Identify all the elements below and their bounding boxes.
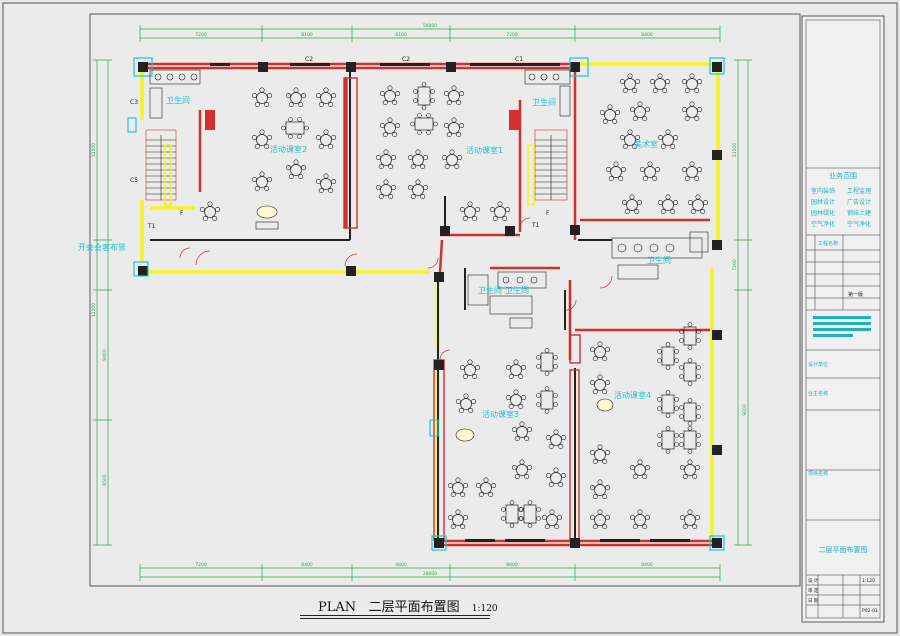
dim-right-1: 11500 <box>732 143 738 157</box>
room-label-meeting: 开会会客布景 <box>78 242 126 252</box>
owner-label: 业主名称 <box>808 390 828 397</box>
stair-tag: F <box>180 210 184 217</box>
room-label-activity-1: 活动课室1 <box>466 145 503 155</box>
project-label: 工程名称 <box>818 240 838 247</box>
service-item: 钢结土建 <box>847 209 871 217</box>
title-row-label: 设 计 <box>808 577 819 584</box>
dim-bottom-2: 8400 <box>301 562 313 568</box>
title-row-label: 审 定 <box>808 587 819 594</box>
dim-bottom-overall: 28000 <box>423 571 437 577</box>
toilet-fixtures <box>149 69 709 329</box>
drawing-frame <box>89 13 801 587</box>
service-item: 工程监理 <box>847 187 871 195</box>
stair-tag: T1 <box>147 223 156 230</box>
stairs <box>145 129 568 206</box>
dim-left-4: 6500 <box>102 474 108 486</box>
window-tag: C2 <box>402 56 410 63</box>
caption-underline-2 <box>300 618 490 619</box>
dim-bottom-4: 8600 <box>506 562 518 568</box>
furniture <box>199 73 709 530</box>
window-tag: C3 <box>130 99 138 106</box>
dim-bottom-3: 4800 <box>395 562 407 568</box>
dim-left-2: 12500 <box>91 303 97 317</box>
dim-top-3: 8100 <box>395 32 407 38</box>
room-label-toilet-3: 卫生间 <box>647 255 671 265</box>
title-row-label: 日 期 <box>808 598 819 604</box>
drawing-caption: PLAN 二层平面布置图 1:120 <box>318 596 498 615</box>
dim-right-3: 9000 <box>742 404 748 416</box>
designer-label: 设计单位 <box>808 361 828 368</box>
service-item: 园林设计 <box>811 198 835 206</box>
title-row-value: 1:120 <box>862 578 875 584</box>
room-label-activity-2: 活动课室2 <box>270 144 307 154</box>
room-label-toilet-2: 卫生间 <box>532 97 556 107</box>
title-row-value: P02-01 <box>862 608 878 614</box>
dim-top-1: 7200 <box>195 32 207 38</box>
dim-top-overall: 56000 <box>423 23 437 29</box>
title-block: 业务范围 室内装饰 工程监理 园林设计 广告设计 园林绿化 钢结土建 空气净化 … <box>801 15 885 623</box>
room-label-art-room: 美术室 <box>634 139 658 149</box>
room-label-toilet-1: 卫生间 <box>166 95 190 105</box>
service-item: 空气净化 <box>847 220 871 228</box>
project-name-label: 项目名称 <box>808 470 828 477</box>
title-block-services-header: 业务范围 <box>829 171 857 180</box>
stair-tag: T1 <box>531 222 540 229</box>
dim-right-2: 7200 <box>732 259 738 271</box>
dim-left-1: 11500 <box>91 143 97 157</box>
room-label-activity-3: 活动课室3 <box>482 409 519 419</box>
service-item: 广告设计 <box>847 198 871 206</box>
stair-tag: F <box>546 210 550 217</box>
building-walls <box>127 57 725 551</box>
dim-left-3: 9400 <box>102 349 108 361</box>
room-label-toilet-5: 卫生间 <box>505 285 529 295</box>
room-label-activity-4: 活动课室4 <box>614 390 651 400</box>
window-tag: C2 <box>305 56 313 63</box>
dim-top-5: 8400 <box>641 32 653 38</box>
service-item: 空气净化 <box>811 220 835 228</box>
service-item: 园林绿化 <box>811 209 835 217</box>
sheet-number: 第一版 <box>848 291 863 298</box>
service-item: 室内装饰 <box>811 187 835 195</box>
title-block-drawing-name: 二层平面布置图 <box>819 545 868 554</box>
room-label-toilet-4: 卫生间 <box>478 285 502 295</box>
window-tag: C1 <box>515 56 523 63</box>
dim-top-2: 8100 <box>301 32 313 38</box>
dim-top-4: 7200 <box>506 32 518 38</box>
caption-scale: 1:120 <box>471 604 498 614</box>
caption-title: 二层平面布置图 <box>368 600 460 615</box>
dim-bottom-5: 8400 <box>641 562 653 568</box>
caption-plan: PLAN <box>318 600 357 615</box>
dim-bottom-1: 7200 <box>195 562 207 568</box>
caption-underline <box>300 615 490 616</box>
doors <box>179 217 613 361</box>
window-tag: C5 <box>130 177 138 184</box>
dimension-lines <box>93 25 752 581</box>
